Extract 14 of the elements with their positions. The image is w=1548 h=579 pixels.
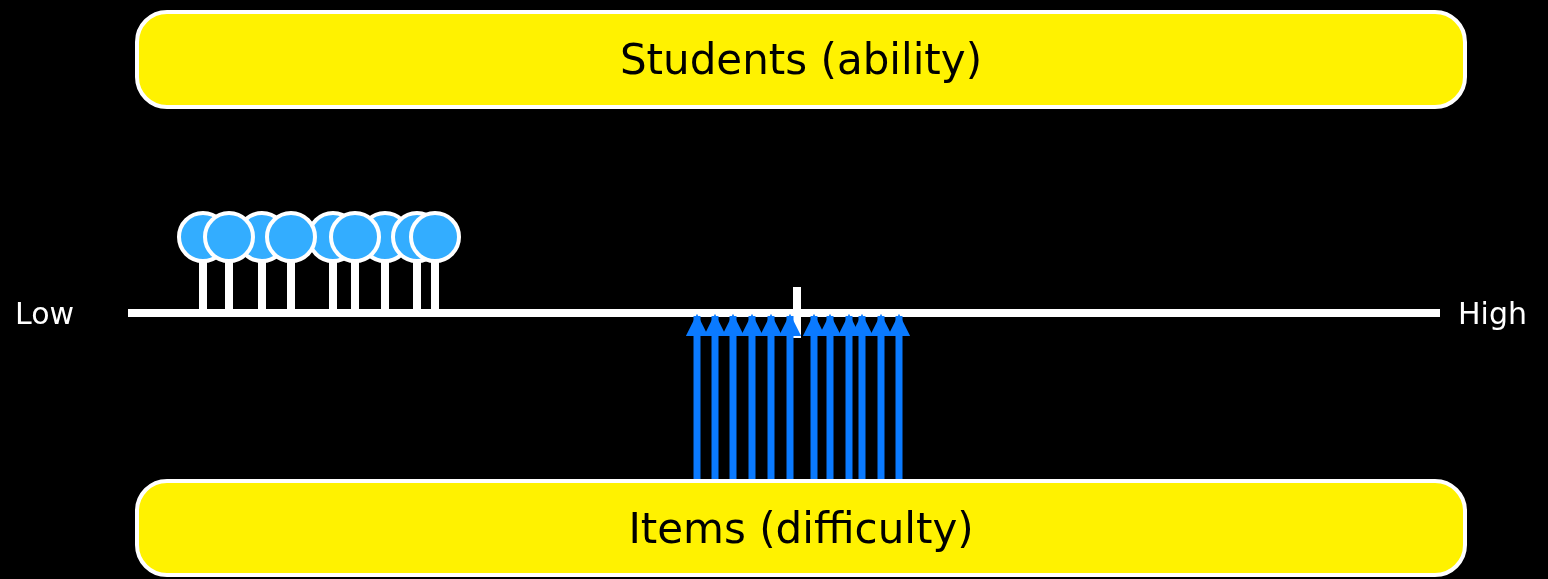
scale-end-label: Low xyxy=(15,296,75,331)
scale-end-label: High xyxy=(1458,296,1527,331)
arrow xyxy=(685,313,709,479)
band-title: Students (ability) xyxy=(619,35,983,84)
band-title: Items (difficulty) xyxy=(628,503,974,553)
arrow xyxy=(740,313,764,479)
arrow xyxy=(778,313,802,479)
arrow xyxy=(703,313,727,479)
arrow xyxy=(869,313,893,479)
category-band xyxy=(135,479,1467,577)
arrow xyxy=(721,313,745,479)
category-band xyxy=(135,10,1467,109)
arrow xyxy=(887,313,911,479)
arrow xyxy=(759,313,783,479)
